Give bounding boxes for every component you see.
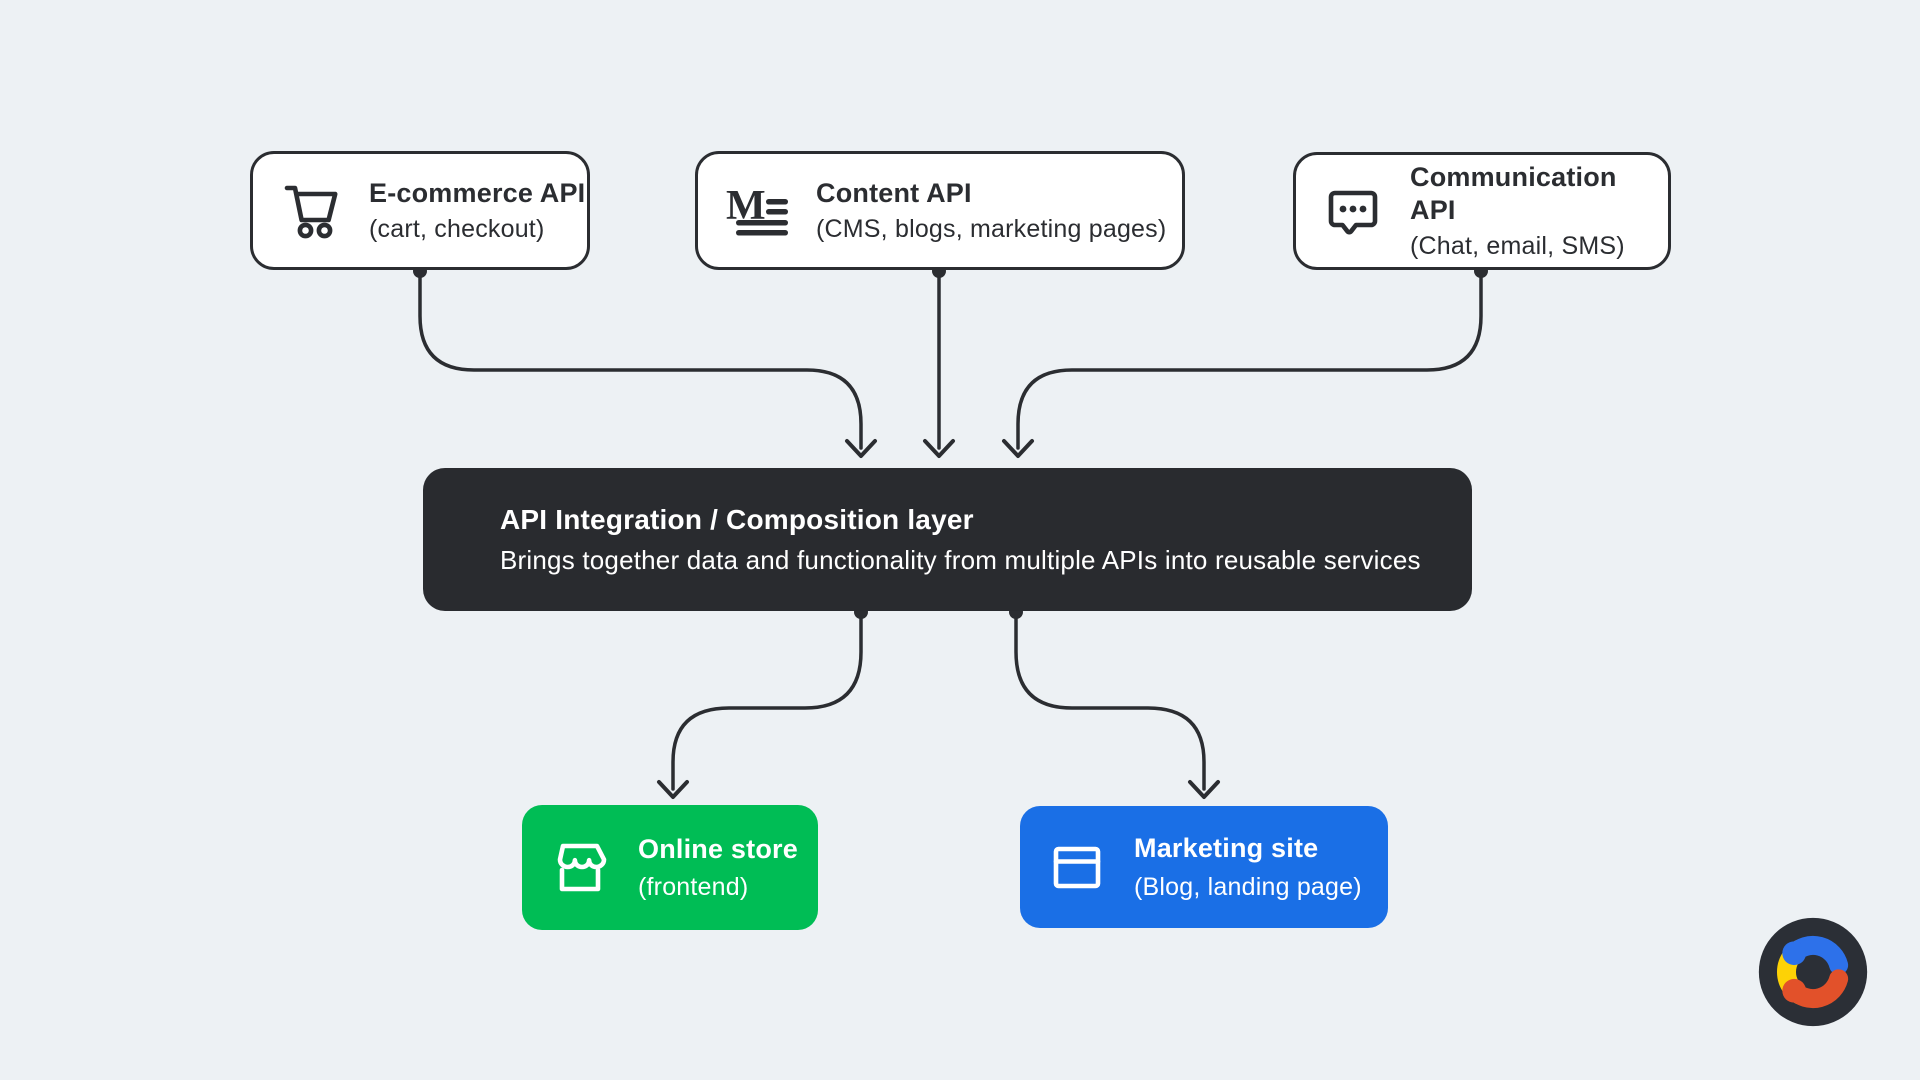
node-subtitle: (Blog, landing page) — [1134, 872, 1362, 901]
node-marketing-site: Marketing site (Blog, landing page) — [1020, 806, 1388, 928]
arrowhead-icon — [923, 439, 955, 458]
edge-integration-to-marketing — [1014, 611, 1206, 791]
node-title: E-commerce API — [369, 177, 586, 208]
shopping-cart-icon — [284, 185, 338, 238]
arrowhead-icon — [1188, 780, 1220, 799]
node-subtitle: Brings together data and functionality f… — [500, 544, 1421, 575]
edge-ecommerce-to-integration — [418, 270, 863, 450]
edge-communication-to-integration — [1016, 270, 1483, 450]
node-title: Online store — [638, 833, 798, 864]
chat-bubble-icon — [1328, 190, 1378, 235]
node-subtitle: (Chat, email, SMS) — [1410, 231, 1625, 260]
edge-integration-to-store — [671, 611, 863, 791]
node-communication-api: Communication API (Chat, email, SMS) — [1293, 152, 1671, 270]
node-subtitle: (frontend) — [638, 873, 749, 902]
browser-window-icon — [1053, 846, 1101, 889]
node-integration-layer: API Integration / Composition layer Brin… — [423, 468, 1472, 611]
node-title: Content API — [816, 177, 972, 208]
node-subtitle: (CMS, blogs, marketing pages) — [816, 215, 1167, 244]
node-online-store: Online store (frontend) — [522, 805, 818, 930]
arrowhead-icon — [845, 439, 877, 458]
node-title: Communication API — [1410, 162, 1617, 225]
article-m-icon: M — [726, 183, 788, 235]
arrowhead-icon — [1002, 439, 1034, 458]
node-content-api: M Content API (CMS, blogs, marketing pag… — [695, 151, 1185, 270]
node-subtitle: (cart, checkout) — [369, 215, 545, 244]
arrowhead-icon — [657, 780, 689, 799]
node-ecommerce-api: E-commerce API (cart, checkout) — [250, 151, 590, 270]
node-title: API Integration / Composition layer — [500, 504, 974, 536]
node-title: Marketing site — [1134, 833, 1319, 864]
contentful-logo — [1758, 917, 1868, 1027]
storefront-icon — [557, 843, 607, 891]
